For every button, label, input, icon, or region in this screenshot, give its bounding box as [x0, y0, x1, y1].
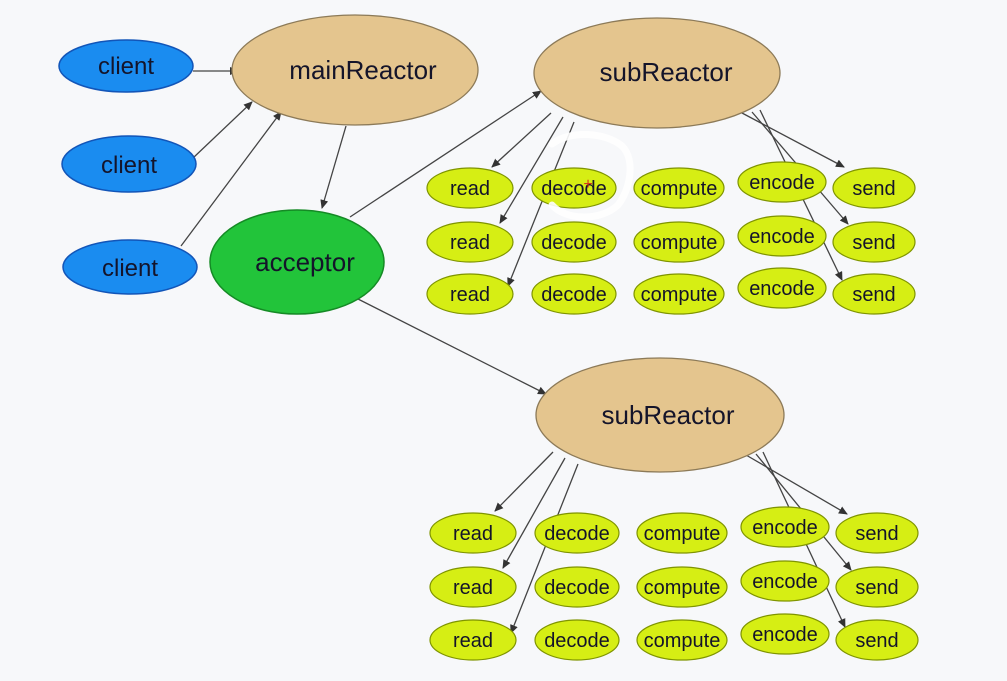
edge-arrow: [180, 111, 282, 247]
sub-reactor-label: subReactor: [602, 400, 735, 430]
compute-node: compute: [636, 512, 728, 554]
compute-label: compute: [644, 577, 721, 599]
send-node: send: [835, 566, 919, 608]
read-label: read: [450, 178, 490, 200]
read-node: read: [426, 167, 514, 209]
send-node: send: [832, 167, 916, 209]
edge-arrow: [192, 101, 253, 159]
send-node: send: [832, 273, 916, 315]
decode-label: decode: [544, 630, 610, 652]
read-label: read: [450, 284, 490, 306]
encode-node: encode: [740, 506, 830, 548]
main-reactor-node: mainReactor: [231, 14, 479, 126]
send-label: send: [855, 523, 898, 545]
edge-arrow: [494, 451, 554, 512]
send-label: send: [852, 178, 895, 200]
read-label: read: [453, 630, 493, 652]
compute-node: compute: [633, 167, 725, 209]
decode-node: decode: [534, 566, 620, 608]
sub-reactor-2-stages: read decode compute encode send read decode com…: [429, 506, 919, 661]
encode-node: encode: [740, 613, 830, 655]
compute-node: compute: [633, 221, 725, 263]
encode-label: encode: [749, 278, 815, 300]
svg-text:+: +: [583, 176, 592, 193]
client-label: client: [102, 255, 158, 282]
read-node: read: [429, 566, 517, 608]
send-node: send: [835, 512, 919, 554]
edge-arrow: [499, 116, 564, 224]
encode-node: encode: [737, 161, 827, 203]
compute-label: compute: [644, 630, 721, 652]
client-node: client: [61, 135, 197, 193]
edge-arrow: [349, 90, 542, 218]
acceptor-node: acceptor: [209, 209, 385, 315]
read-label: read: [453, 523, 493, 545]
read-label: read: [453, 577, 493, 599]
sub-reactor-node: subReactor: [533, 17, 781, 129]
read-label: read: [450, 232, 490, 254]
main-reactor-label: mainReactor: [289, 55, 437, 85]
decode-node: decode: [531, 221, 617, 263]
encode-label: encode: [752, 571, 818, 593]
acceptor-label: acceptor: [255, 247, 355, 277]
encode-label: encode: [749, 172, 815, 194]
compute-node: compute: [636, 566, 728, 608]
client-label: client: [98, 53, 154, 80]
decode-label: decode: [541, 284, 607, 306]
send-label: send: [855, 630, 898, 652]
send-label: send: [855, 577, 898, 599]
compute-node: compute: [633, 273, 725, 315]
encode-label: encode: [749, 226, 815, 248]
decode-label: decode: [541, 232, 607, 254]
encode-node: encode: [737, 215, 827, 257]
client-node: client: [62, 239, 198, 295]
edge-arrow: [502, 457, 566, 569]
edge-arrow: [510, 463, 579, 634]
decode-node: decode: [531, 273, 617, 315]
decode-node: decode: [534, 512, 620, 554]
read-node: read: [426, 273, 514, 315]
client-label: client: [101, 152, 157, 179]
compute-node: compute: [636, 619, 728, 661]
send-node: send: [835, 619, 919, 661]
decode-node: decode: [534, 619, 620, 661]
decode-label: decode: [544, 577, 610, 599]
encode-node: encode: [740, 560, 830, 602]
highlight-artifact: +: [548, 130, 634, 221]
encode-label: encode: [752, 624, 818, 646]
send-node: send: [832, 221, 916, 263]
edge-arrow: [745, 454, 848, 515]
read-node: read: [429, 619, 517, 661]
compute-label: compute: [644, 523, 721, 545]
edge-arrow: [320, 125, 347, 209]
decode-label: decode: [544, 523, 610, 545]
decode-label: decode: [541, 178, 607, 200]
client-node: client: [58, 39, 194, 93]
sub-reactor-1-stages: read decode compute encode send read decode com…: [426, 161, 916, 315]
read-node: read: [426, 221, 514, 263]
send-label: send: [852, 284, 895, 306]
compute-label: compute: [641, 284, 718, 306]
edge-arrow: [357, 298, 547, 395]
edge-arrow: [491, 112, 552, 168]
edges: [180, 67, 852, 634]
sub-reactor-label: subReactor: [600, 57, 733, 87]
send-label: send: [852, 232, 895, 254]
encode-label: encode: [752, 517, 818, 539]
decode-node: decode: [531, 167, 617, 209]
edge-arrow: [741, 112, 845, 168]
encode-node: encode: [737, 267, 827, 309]
compute-label: compute: [641, 178, 718, 200]
sub-reactor-node: subReactor: [535, 357, 785, 473]
edge-arrow: [507, 121, 575, 287]
read-node: read: [429, 512, 517, 554]
compute-label: compute: [641, 232, 718, 254]
